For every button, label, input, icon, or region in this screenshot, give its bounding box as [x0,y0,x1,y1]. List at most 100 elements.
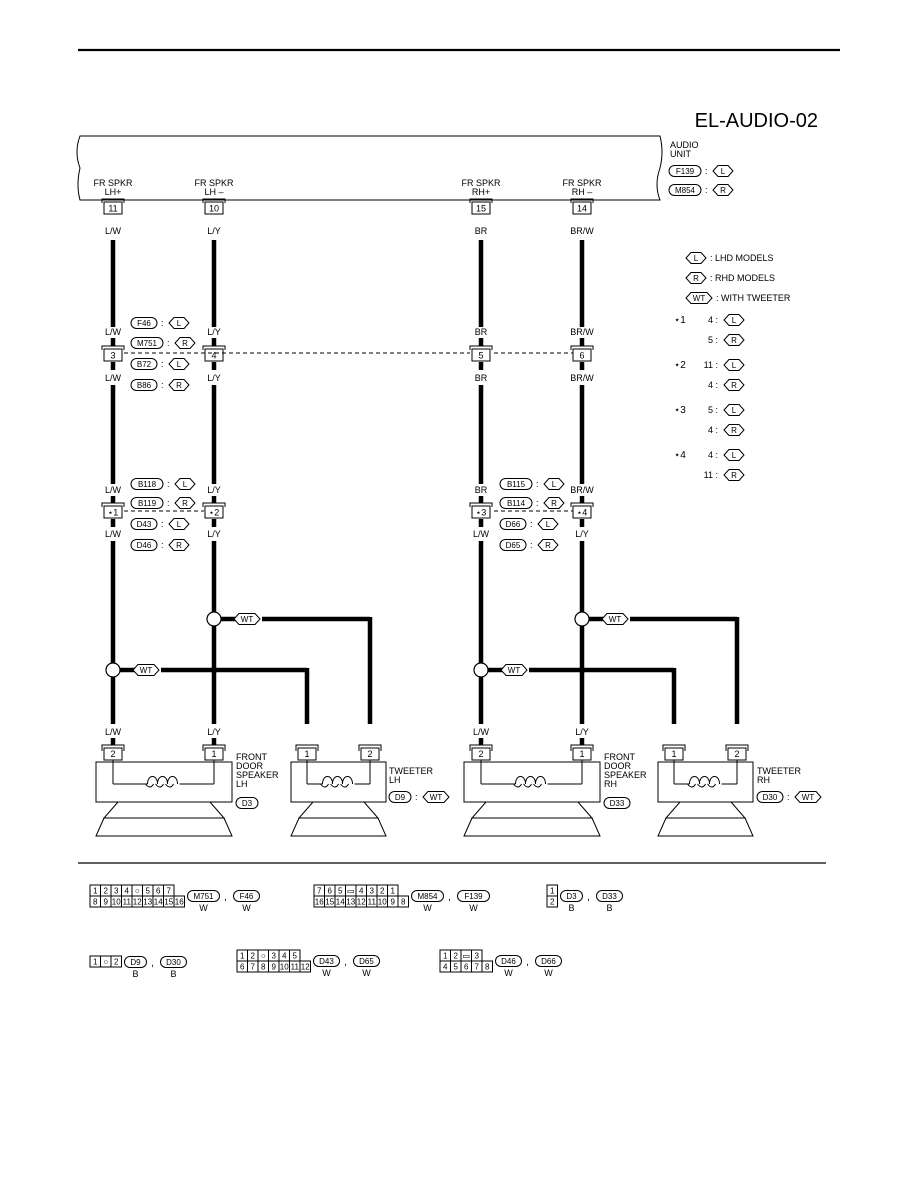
cavity-number: 2 [550,898,555,907]
wire-color-label: L/Y [207,529,221,539]
tag-outline [174,337,196,349]
model-tag: R [168,539,190,551]
pin-frame [572,201,592,215]
wire-color-label: L/Y [207,485,221,495]
view-connector-ref: D33 [596,890,623,902]
with-tweeter-tag: WT [132,664,160,676]
wire-top-label: FR SPKR [461,178,501,188]
pin-cap [469,345,493,350]
component-pin-number: 1 [579,749,584,759]
star-note-tag: R [723,334,745,346]
star-note-pin: 11 : [704,360,718,370]
wire-top-label: FR SPKR [562,178,602,188]
tag-text: R [551,499,557,508]
wire-color-label: L/Y [207,727,221,737]
splice-point [473,662,489,678]
ref-colon: : [415,792,418,802]
tag-text: L [732,406,737,415]
pin-cap [295,744,319,751]
pin-frame [204,201,224,215]
with-tweeter-tag: WT [233,613,261,625]
cavity-number: 7 [251,963,256,972]
ref-colon: : [536,498,539,508]
cavity-number: 11 [368,898,377,907]
pin-number: 5 [478,351,483,361]
pin-cap [725,744,749,751]
pill-text: M751 [193,892,214,901]
tag-outline [723,334,745,346]
star-note-label: ⋆4 [674,450,686,461]
pin-number: 6 [579,351,584,361]
view-separator: , [151,958,154,969]
tag-outline [685,292,713,304]
cavity-number: 4 [282,952,287,961]
speaker-coil [145,776,178,788]
wire-color-label: L/Y [575,727,589,737]
legend-text: : WITH TWEETER [716,293,791,303]
splice-point [206,611,222,627]
pill-text: F46 [240,892,254,901]
cavity [299,960,311,973]
component-connector: D30 [756,791,784,803]
pill-outline [535,955,562,967]
ref-colon: : [167,479,170,489]
component-name: SPEAKER [236,770,279,780]
low-connector-pin: ⋆1 [101,502,125,519]
low-connector-pin: ⋆3 [469,502,493,519]
connector-ref: F46 [130,317,158,329]
pill-text: D65 [506,541,521,550]
star-note-tag: L [723,404,745,416]
cavity-number: 12 [133,898,142,907]
component-name: FRONT [604,752,635,762]
wire-color-label: L/W [473,727,490,737]
wire-color-label: BR/W [570,373,594,383]
pin-number: ⋆3 [476,508,487,518]
pill-text: D43 [137,520,152,529]
connector-refs-layer: F46:LM751:RB72:LB86:RB118:LB119:RD43:LD4… [130,165,734,551]
pin-cap [469,198,493,203]
component-body [463,761,601,803]
cavity-number: 15 [325,898,334,907]
cavity-number: 5 [146,887,151,896]
pin-frame [572,505,592,519]
star-note-label: ⋆2 [674,360,686,371]
audio-unit-label-line1: AUDIO [670,140,699,150]
legend-tag: R [685,272,707,284]
view-connector-ref: D43 [313,955,340,967]
tag-outline [233,613,261,625]
tag-outline [601,613,629,625]
cavity [397,895,409,908]
pill-outline [130,497,164,509]
cavity-number: ○ [261,952,266,961]
cavity-number: 10 [378,898,387,907]
pill-outline [130,539,158,551]
diagram-title: EL-AUDIO-02 [695,110,818,132]
tag-text: WT [241,615,254,624]
star-note-pin: 4 : [708,450,718,460]
mid-connector-pin: 5 [469,345,493,362]
speaker-coil [687,776,720,788]
component-pin-number: 1 [211,749,216,759]
wire-color-label: L/W [105,485,122,495]
tag-outline [723,404,745,416]
pin-cap [202,502,226,507]
splice-point [574,611,590,627]
cavity-number: 11 [291,963,300,972]
legend-tag: WT [685,292,713,304]
view-connector-color: W [469,903,478,913]
component-name: LH [236,779,248,789]
pill-text: D65 [359,957,374,966]
cavity-number: 3 [370,887,375,896]
component-body [657,761,754,803]
unit-pin: 11 [101,198,125,215]
cavity [546,895,558,908]
pin-frame [471,505,491,519]
pin-number: 4 [211,351,216,361]
pill-outline [411,890,444,902]
wire-color-label: BR/W [570,226,594,236]
star-note-label: ⋆1 [674,315,686,326]
component-pin-number: 2 [478,749,483,759]
cavity-number: 13 [143,898,152,907]
